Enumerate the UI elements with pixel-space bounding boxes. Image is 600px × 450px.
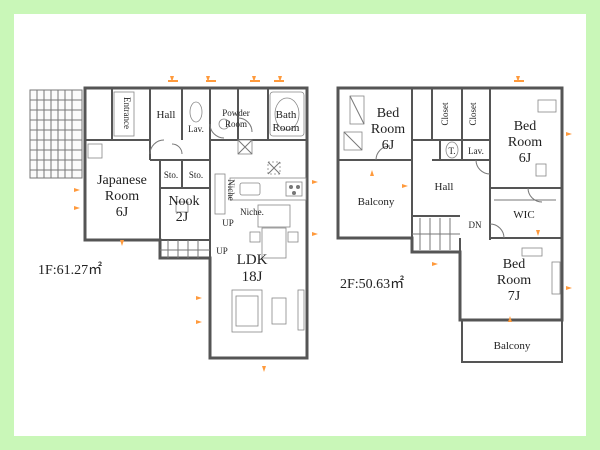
japanese-room-label-1: Japanese <box>97 173 147 188</box>
bed-room-1-label-2: Room <box>371 122 405 137</box>
bed-room-3-label-1: Bed <box>503 257 526 272</box>
powder-room-label-1: Powder <box>222 108 250 118</box>
closet-label-2: Closet <box>468 102 478 126</box>
ldk-size: 18J <box>242 269 263 285</box>
floor2-area-label: 2F:50.63㎡ <box>340 276 404 292</box>
balcony-1-label: Balcony <box>358 196 395 208</box>
bath-room-label-2: Room <box>273 122 300 134</box>
bed-room-2-size: 6J <box>519 151 532 166</box>
japanese-room-size: 6J <box>116 205 129 220</box>
closet-label-1: Closet <box>440 102 450 126</box>
wic-label: WIC <box>513 209 534 221</box>
floor1-outer-wall <box>83 86 309 360</box>
bed-room-2-label-1: Bed <box>514 119 537 134</box>
floor1-plan: Entrance Hall Lav. Powder Room Bath Room… <box>29 76 318 372</box>
hall-label: Hall <box>157 109 176 121</box>
dn-label: DN <box>469 220 482 230</box>
storage-label-2: Sto. <box>189 170 203 180</box>
bed-room-3-label-2: Room <box>497 273 531 288</box>
nook-label: Nook <box>168 194 199 209</box>
up-label-2: UP <box>216 246 228 256</box>
toilet-label: T. <box>448 146 455 156</box>
lav-2f-label: Lav. <box>468 146 484 156</box>
nook-size: 2J <box>176 210 189 225</box>
floor2-plan: Bed Room 6J Closet Closet Bed Room 6J T.… <box>336 76 572 363</box>
bed-room-2-label-2: Room <box>508 135 542 150</box>
bed-room-1-label-1: Bed <box>377 106 400 121</box>
floor1-area-label: 1F:61.27㎡ <box>38 262 102 278</box>
entrance-label: Entrance <box>122 97 132 129</box>
bed-room-1-size: 6J <box>382 138 395 153</box>
lav-label: Lav. <box>188 124 204 134</box>
bath-room-label-1: Bath <box>276 109 297 121</box>
hall-2f-label: Hall <box>435 181 454 193</box>
niche-horizontal-label: Niche. <box>240 207 264 217</box>
up-label-1: UP <box>222 218 234 228</box>
japanese-room-label-2: Room <box>105 189 139 204</box>
storage-label-1: Sto. <box>164 170 178 180</box>
powder-room-label-2: Room <box>225 119 247 129</box>
bed-room-3-size: 7J <box>508 289 521 304</box>
niche-vertical-label: Niche <box>226 179 236 201</box>
balcony-2-label: Balcony <box>494 340 531 352</box>
ldk-label: LDK <box>237 252 268 268</box>
terrace-grid <box>29 89 83 179</box>
